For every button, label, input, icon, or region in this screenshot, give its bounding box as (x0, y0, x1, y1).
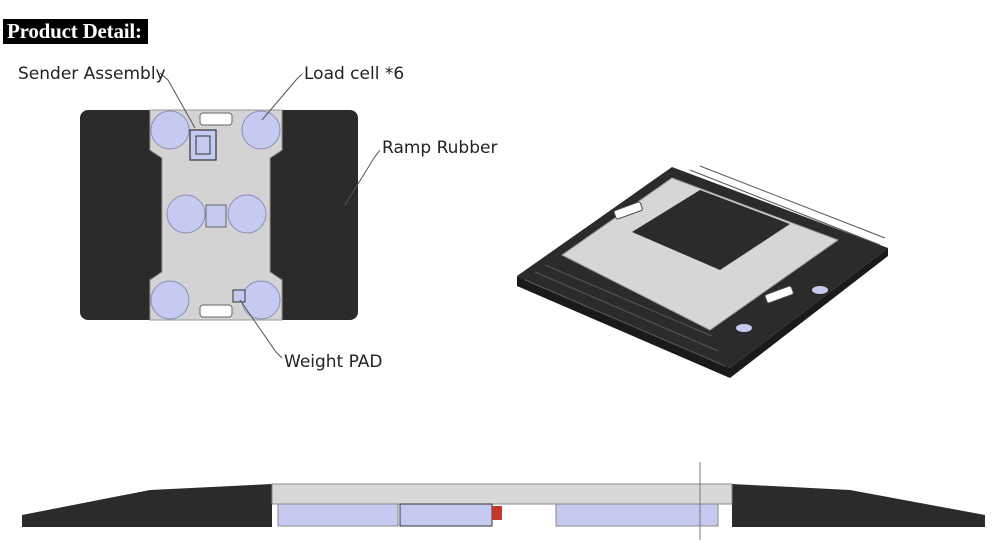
callout-weight-pad: Weight PAD (284, 352, 383, 372)
load-cell-side (277, 503, 399, 527)
center-box (205, 204, 227, 228)
load-cell-side (555, 503, 719, 527)
top-view (80, 72, 381, 359)
load-cell (150, 280, 190, 320)
callout-ramp-rubber: Ramp Rubber (382, 138, 498, 158)
load-cell (150, 110, 190, 150)
isometric-view (517, 165, 888, 378)
load-cell (241, 110, 281, 150)
ridge (689, 169, 881, 246)
handle-slot (199, 112, 233, 126)
ramp-edge-side-iso (730, 248, 888, 378)
sender-assembly (189, 129, 217, 161)
ridge (524, 279, 726, 367)
callout-load-cell: Load cell *6 (304, 64, 405, 84)
load-cell (166, 194, 206, 234)
sender-side (399, 503, 493, 527)
sender-assembly-inner (195, 135, 211, 155)
load-cell (241, 280, 281, 320)
handle-iso (613, 201, 643, 220)
handle-slot (199, 304, 233, 318)
callout-sender-assembly: Sender Assembly (18, 64, 166, 84)
ridge (544, 264, 713, 337)
rubber-center-iso (632, 190, 790, 270)
load-cell (227, 194, 267, 234)
red-connector (492, 506, 502, 520)
weight-pad (232, 289, 246, 303)
section-title: Product Detail: (3, 19, 148, 44)
ramp-edge-iso (517, 276, 730, 378)
ramp-right-side (732, 484, 985, 527)
leader-sender (159, 72, 196, 129)
ridge (534, 271, 719, 352)
load-cell-iso (736, 324, 752, 332)
leader-weightpad (239, 299, 283, 359)
side-view (22, 462, 985, 540)
load-cell-iso (812, 286, 828, 294)
ramp-left-side (22, 484, 272, 527)
leader-ramp (344, 149, 381, 206)
leader-loadcell (261, 73, 303, 121)
handle-iso (764, 285, 794, 304)
ridge (699, 165, 886, 239)
weight-plate-side (271, 483, 733, 505)
